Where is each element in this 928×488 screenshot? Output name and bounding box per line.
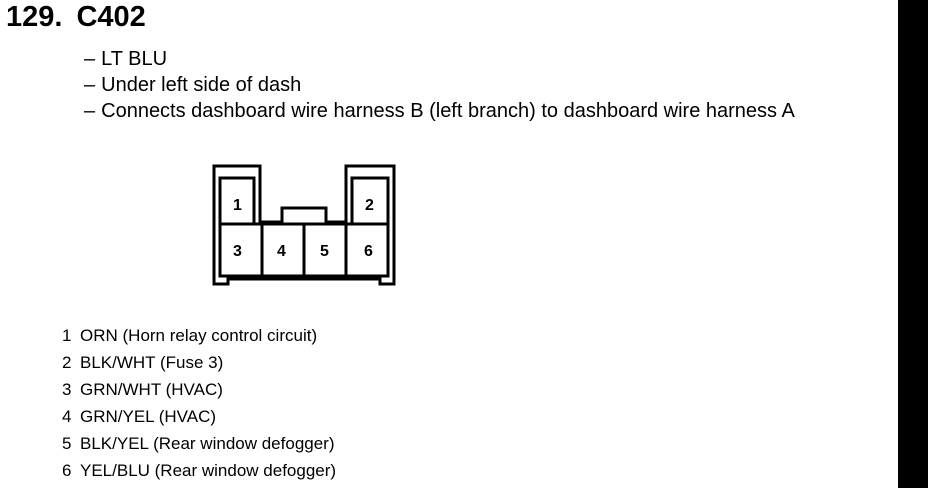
pin-label-3: 3 [233,243,242,260]
page-title: 129. C402 [6,0,146,34]
section-number: 129. [6,1,63,33]
pin-label-6: 6 [364,243,373,260]
connector-diagram: 1 2 3 4 5 6 [212,164,396,286]
locking-tab [280,206,328,226]
connector-description-list: –LT BLU –Under left side of dash –Connec… [84,46,795,124]
pin-label-2: 2 [365,197,374,214]
description-item: –Under left side of dash [84,74,302,96]
description-item: –Connects dashboard wire harness B (left… [84,100,795,122]
connector-id: C402 [76,1,146,33]
connector-inner-outline [218,176,390,278]
page-edge-bar [898,0,928,488]
description-item: –LT BLU [84,48,168,70]
pin-label-5: 5 [320,243,329,260]
pin-label-1: 1 [233,197,242,214]
pin-label-4: 4 [277,243,286,260]
